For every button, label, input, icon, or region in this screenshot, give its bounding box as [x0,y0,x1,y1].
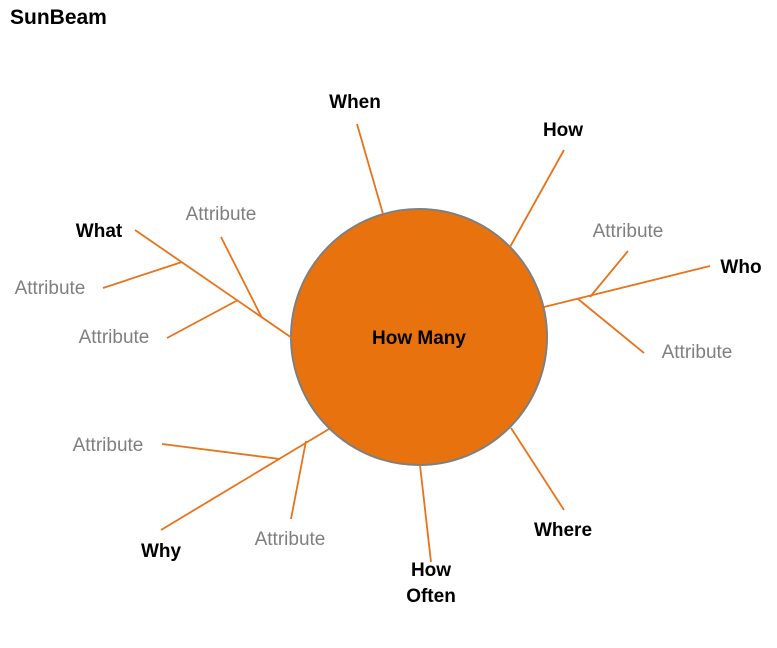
diagram-title: SunBeam [10,6,107,29]
spoke-when [356,123,384,215]
attr-why-top: Attribute [73,435,144,456]
spoke-who-attr-top [589,250,629,298]
spoke-why-attr-top [161,443,281,460]
label-where: Where [534,520,592,541]
attr-what-top: Attribute [186,204,257,225]
center-label: How Many [372,328,466,349]
spoke-what-attr-bottom [166,299,239,339]
spoke-what-attr-left [102,261,183,289]
spoke-how-often [419,464,432,563]
attr-what-left: Attribute [15,278,86,299]
spoke-where [510,427,565,511]
label-who: Who [720,257,761,278]
attr-who-top: Attribute [593,221,664,242]
spoke-why [160,428,330,531]
attr-why-bottom: Attribute [255,529,326,550]
spoke-what-attr-top [220,236,263,319]
label-how-often-2: Often [406,586,456,607]
spoke-who-attr-bottom [577,298,645,354]
label-how: How [543,120,583,141]
label-when: When [329,92,381,113]
attr-who-bottom: Attribute [662,342,733,363]
spoke-how [509,149,565,248]
label-why: Why [141,541,182,562]
label-what: What [76,221,123,242]
spoke-why-attr-bottom [290,440,307,520]
label-how-often-1: How [411,560,451,581]
attr-what-bottom: Attribute [79,327,150,348]
spoke-who [543,265,711,308]
spoke-what [134,229,293,339]
